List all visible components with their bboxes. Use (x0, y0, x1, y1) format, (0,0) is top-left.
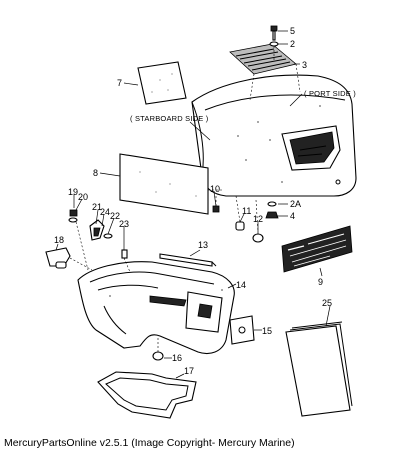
callout-4: 4 (290, 211, 295, 221)
vent-grille-part-3 (229, 43, 301, 101)
callout-7: 7 (117, 78, 122, 88)
decal-part-7 (137, 61, 187, 105)
callout-8: 8 (93, 168, 98, 178)
starboard-side-label: ( STARBOARD SIDE ) (130, 114, 209, 123)
nameplate-part-9 (281, 225, 353, 273)
decal-part-8 (119, 153, 224, 215)
callout-15: 15 (262, 326, 272, 336)
callout-23: 23 (119, 219, 129, 229)
callout-14: 14 (236, 280, 246, 290)
callout-5: 5 (290, 26, 295, 36)
callout-10: 10 (210, 184, 220, 194)
callout-3: 3 (302, 60, 307, 70)
callout-18: 18 (54, 235, 64, 245)
latch-part-18 (45, 247, 93, 271)
port-side-label: ( PORT SIDE ) (304, 89, 356, 98)
callout-9: 9 (318, 277, 323, 287)
callout-19: 19 (68, 187, 78, 197)
nut-part-2A-4 (265, 201, 279, 219)
callout-2: 2 (290, 39, 295, 49)
callout-17: 17 (184, 366, 194, 376)
callout-22: 22 (110, 211, 120, 221)
callout-2A: 2A (290, 199, 301, 209)
manual-part-25 (285, 321, 353, 417)
callout-25: 25 (322, 298, 332, 308)
grommet-part-16 (152, 338, 164, 361)
callout-12: 12 (253, 214, 263, 224)
image-caption: MercuryPartsOnline v2.5.1 (Image Copyrig… (4, 437, 295, 449)
rod-part-13 (159, 253, 217, 267)
callout-21: 21 (92, 202, 102, 212)
fasteners-10-11-12 (212, 195, 264, 243)
callout-13: 13 (198, 240, 208, 250)
callout-16: 16 (172, 353, 182, 363)
callout-11: 11 (242, 206, 251, 216)
top-cowl (191, 74, 357, 197)
bottom-cowl-part-14 (77, 261, 235, 355)
bracket-part-15 (229, 315, 255, 345)
callout-24: 24 (100, 207, 110, 217)
seal-part-17 (97, 371, 197, 419)
callout-20: 20 (78, 192, 88, 202)
